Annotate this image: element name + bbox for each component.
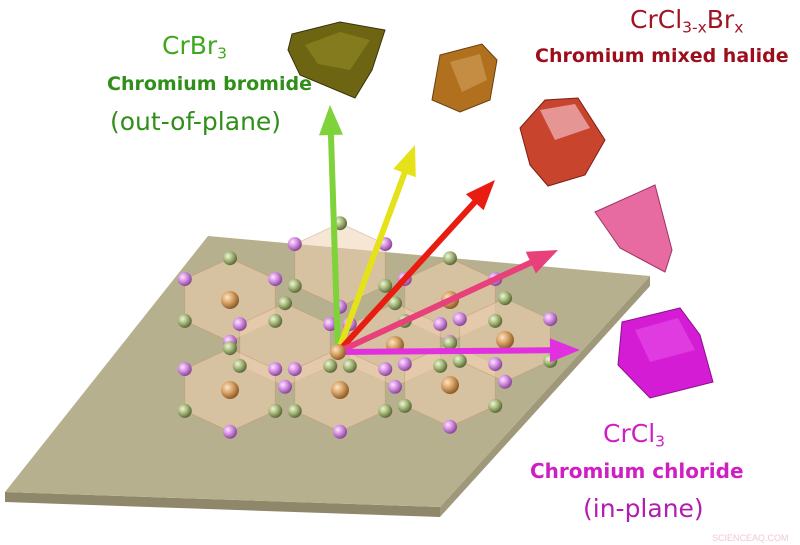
chromium-atom bbox=[496, 331, 514, 349]
arrow-mixed-shaft bbox=[335, 199, 478, 355]
halide-atom bbox=[268, 362, 283, 377]
halide-atom bbox=[177, 403, 192, 418]
formula-text: CrBr bbox=[162, 31, 218, 60]
halide-atom bbox=[378, 278, 393, 293]
halide-atom bbox=[498, 291, 512, 306]
arrow-out-of-plane-head bbox=[318, 105, 343, 136]
halide-atom bbox=[488, 398, 503, 413]
origin-chromium-atom bbox=[330, 344, 346, 360]
crystal-lattice bbox=[177, 216, 558, 439]
formula-subscript: 3-x bbox=[682, 18, 707, 37]
mixed-formula: CrCl3-xBrx bbox=[630, 5, 744, 37]
halide-atom bbox=[342, 358, 357, 373]
halide-atom bbox=[287, 403, 302, 418]
halide-atom bbox=[223, 424, 237, 439]
arrow-crcl-rich-shaft bbox=[335, 259, 534, 355]
halide-atom bbox=[443, 419, 457, 434]
halide-atom bbox=[287, 237, 302, 252]
watermark: SCIENCEAQ.COM bbox=[712, 533, 789, 543]
halide-atom bbox=[323, 358, 338, 373]
halide-atom bbox=[433, 317, 448, 332]
halide-atom bbox=[397, 398, 412, 413]
formula-text: CrCl bbox=[630, 5, 683, 34]
crystal-mixed-1-highlight bbox=[450, 54, 487, 92]
arrow-in-plane-head bbox=[549, 338, 580, 363]
crcl3-name: Chromium chloride bbox=[530, 459, 744, 483]
halide-atom bbox=[177, 362, 192, 377]
halide-atom bbox=[287, 362, 302, 377]
halide-atom bbox=[378, 403, 393, 418]
arrow-crbr-rich-shaft bbox=[335, 170, 408, 355]
halide-atom bbox=[443, 336, 457, 351]
halide-atom bbox=[388, 296, 402, 311]
halide-atom bbox=[433, 358, 448, 373]
halide-atom bbox=[388, 379, 402, 394]
formula-text: Br bbox=[706, 5, 735, 34]
halide-atom bbox=[223, 341, 237, 356]
formula-subscript: x bbox=[734, 18, 744, 37]
crbr3-formula: CrBr3 bbox=[162, 31, 228, 63]
halide-atom bbox=[268, 403, 283, 418]
halide-atom bbox=[177, 272, 192, 287]
halide-atom bbox=[488, 313, 503, 328]
halide-atom bbox=[378, 362, 393, 377]
crystal-crbr3-highlight bbox=[305, 32, 370, 70]
arrow-in-plane-shaft bbox=[335, 347, 554, 355]
arrow-mixed-head bbox=[465, 180, 495, 211]
halide-atom bbox=[452, 353, 467, 368]
chromium-atom bbox=[221, 381, 239, 399]
crystal-crcl3-highlight bbox=[635, 318, 695, 362]
halide-atom bbox=[543, 312, 558, 327]
halide-atom bbox=[397, 357, 412, 372]
halide-atom bbox=[278, 296, 292, 311]
substrate-side-right bbox=[440, 276, 650, 517]
halide-atom bbox=[177, 313, 192, 328]
chromium-atom bbox=[331, 381, 349, 399]
chromium-atom bbox=[441, 376, 459, 394]
arrow-crbr-rich-head bbox=[393, 145, 416, 178]
arrow-crcl-rich-head bbox=[525, 250, 558, 274]
chromium-atom bbox=[221, 291, 239, 309]
halide-atom bbox=[232, 358, 247, 373]
halide-atom bbox=[268, 313, 283, 328]
halide-atom bbox=[278, 379, 292, 394]
halide-atom bbox=[333, 424, 347, 439]
crbr3-orientation: (out-of-plane) bbox=[110, 107, 282, 136]
halide-atom bbox=[443, 251, 457, 266]
magnetization-arrows bbox=[318, 105, 580, 363]
crystal-mixed-3 bbox=[594, 184, 673, 273]
halide-atom bbox=[488, 357, 503, 372]
formula-text: CrCl bbox=[603, 419, 656, 448]
halide-atom bbox=[232, 317, 247, 332]
mixed-name: Chromium mixed halide bbox=[535, 45, 789, 67]
formula-subscript: 3 bbox=[217, 44, 228, 63]
crystal-mixed-2-highlight bbox=[540, 104, 590, 140]
crcl3-orientation: (in-plane) bbox=[583, 494, 704, 523]
formula-subscript: 3 bbox=[655, 432, 666, 451]
halide-atom bbox=[452, 312, 467, 327]
crbr3-name: Chromium bromide bbox=[107, 73, 312, 95]
halide-atom bbox=[323, 317, 338, 332]
crcl3-formula: CrCl3 bbox=[603, 419, 666, 451]
substrate-side bbox=[5, 492, 440, 517]
halide-atom bbox=[498, 374, 512, 389]
halide-atom bbox=[287, 278, 302, 293]
arrow-out-of-plane-shaft bbox=[327, 131, 341, 355]
halide-atom bbox=[268, 272, 283, 287]
halide-atom bbox=[223, 251, 237, 266]
